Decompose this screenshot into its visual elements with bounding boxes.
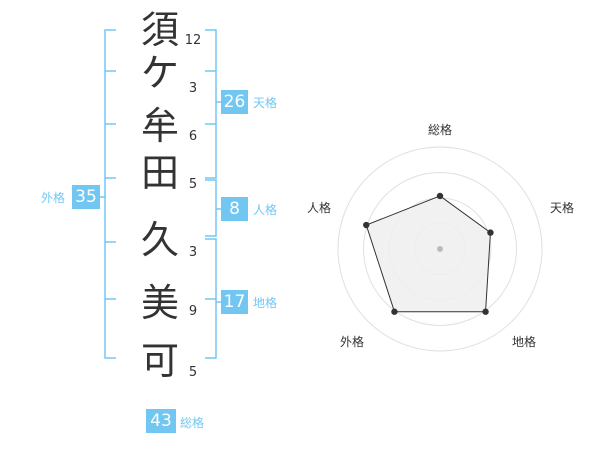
jinkaku-value: 8	[221, 197, 248, 221]
soukaku-value: 43	[146, 409, 176, 433]
stroke-count-1: 12	[184, 33, 202, 48]
radar-grid-ring	[363, 172, 517, 326]
radar-axis-label-tenkaku: 天格	[549, 201, 574, 215]
radar-point	[482, 308, 489, 315]
tenkaku-value: 26	[221, 90, 248, 114]
stroke-count-4: 5	[188, 177, 198, 192]
name-char-7: 可	[140, 339, 179, 383]
jinkaku-label: 人格	[253, 203, 278, 217]
stroke-count-3: 6	[188, 129, 198, 144]
soukaku-label: 総格	[180, 416, 205, 430]
name-char-6: 美	[140, 281, 179, 325]
radar-axis-label-chikaku: 地格	[511, 335, 536, 349]
gaikaku-value: 35	[72, 185, 100, 209]
radar-point	[487, 229, 494, 236]
chikaku-value: 17	[221, 290, 248, 314]
radar-center-dot	[437, 246, 443, 252]
name-char-3: 牟	[140, 104, 179, 148]
gaikaku-label: 外格	[41, 191, 66, 205]
name-char-2: ケ	[140, 51, 179, 95]
jinkaku-bracket	[205, 179, 217, 237]
radar-point	[436, 192, 444, 200]
radar-axis-label-jinkaku: 人格	[306, 201, 331, 215]
name-char-5: 久	[140, 218, 179, 262]
stroke-count-2: 3	[188, 81, 198, 96]
gaikaku-bracket	[104, 29, 116, 359]
tenkaku-bracket	[205, 29, 217, 179]
stroke-count-5: 3	[188, 245, 198, 260]
chikaku-label: 地格	[253, 296, 278, 310]
stroke-count-7: 5	[188, 365, 198, 380]
tenkaku-label: 天格	[253, 96, 278, 110]
stroke-count-6: 9	[188, 304, 198, 319]
radar-grid-ring	[337, 146, 543, 352]
radar-point	[391, 308, 398, 315]
name-char-4: 田	[140, 151, 179, 195]
radar-axis-label-soukaku: 総格	[427, 123, 452, 137]
radar-axis-label-gaikaku: 外格	[339, 335, 364, 349]
radar-area	[365, 195, 491, 313]
name-char-1: 須	[140, 8, 179, 52]
radar-point	[363, 221, 370, 229]
